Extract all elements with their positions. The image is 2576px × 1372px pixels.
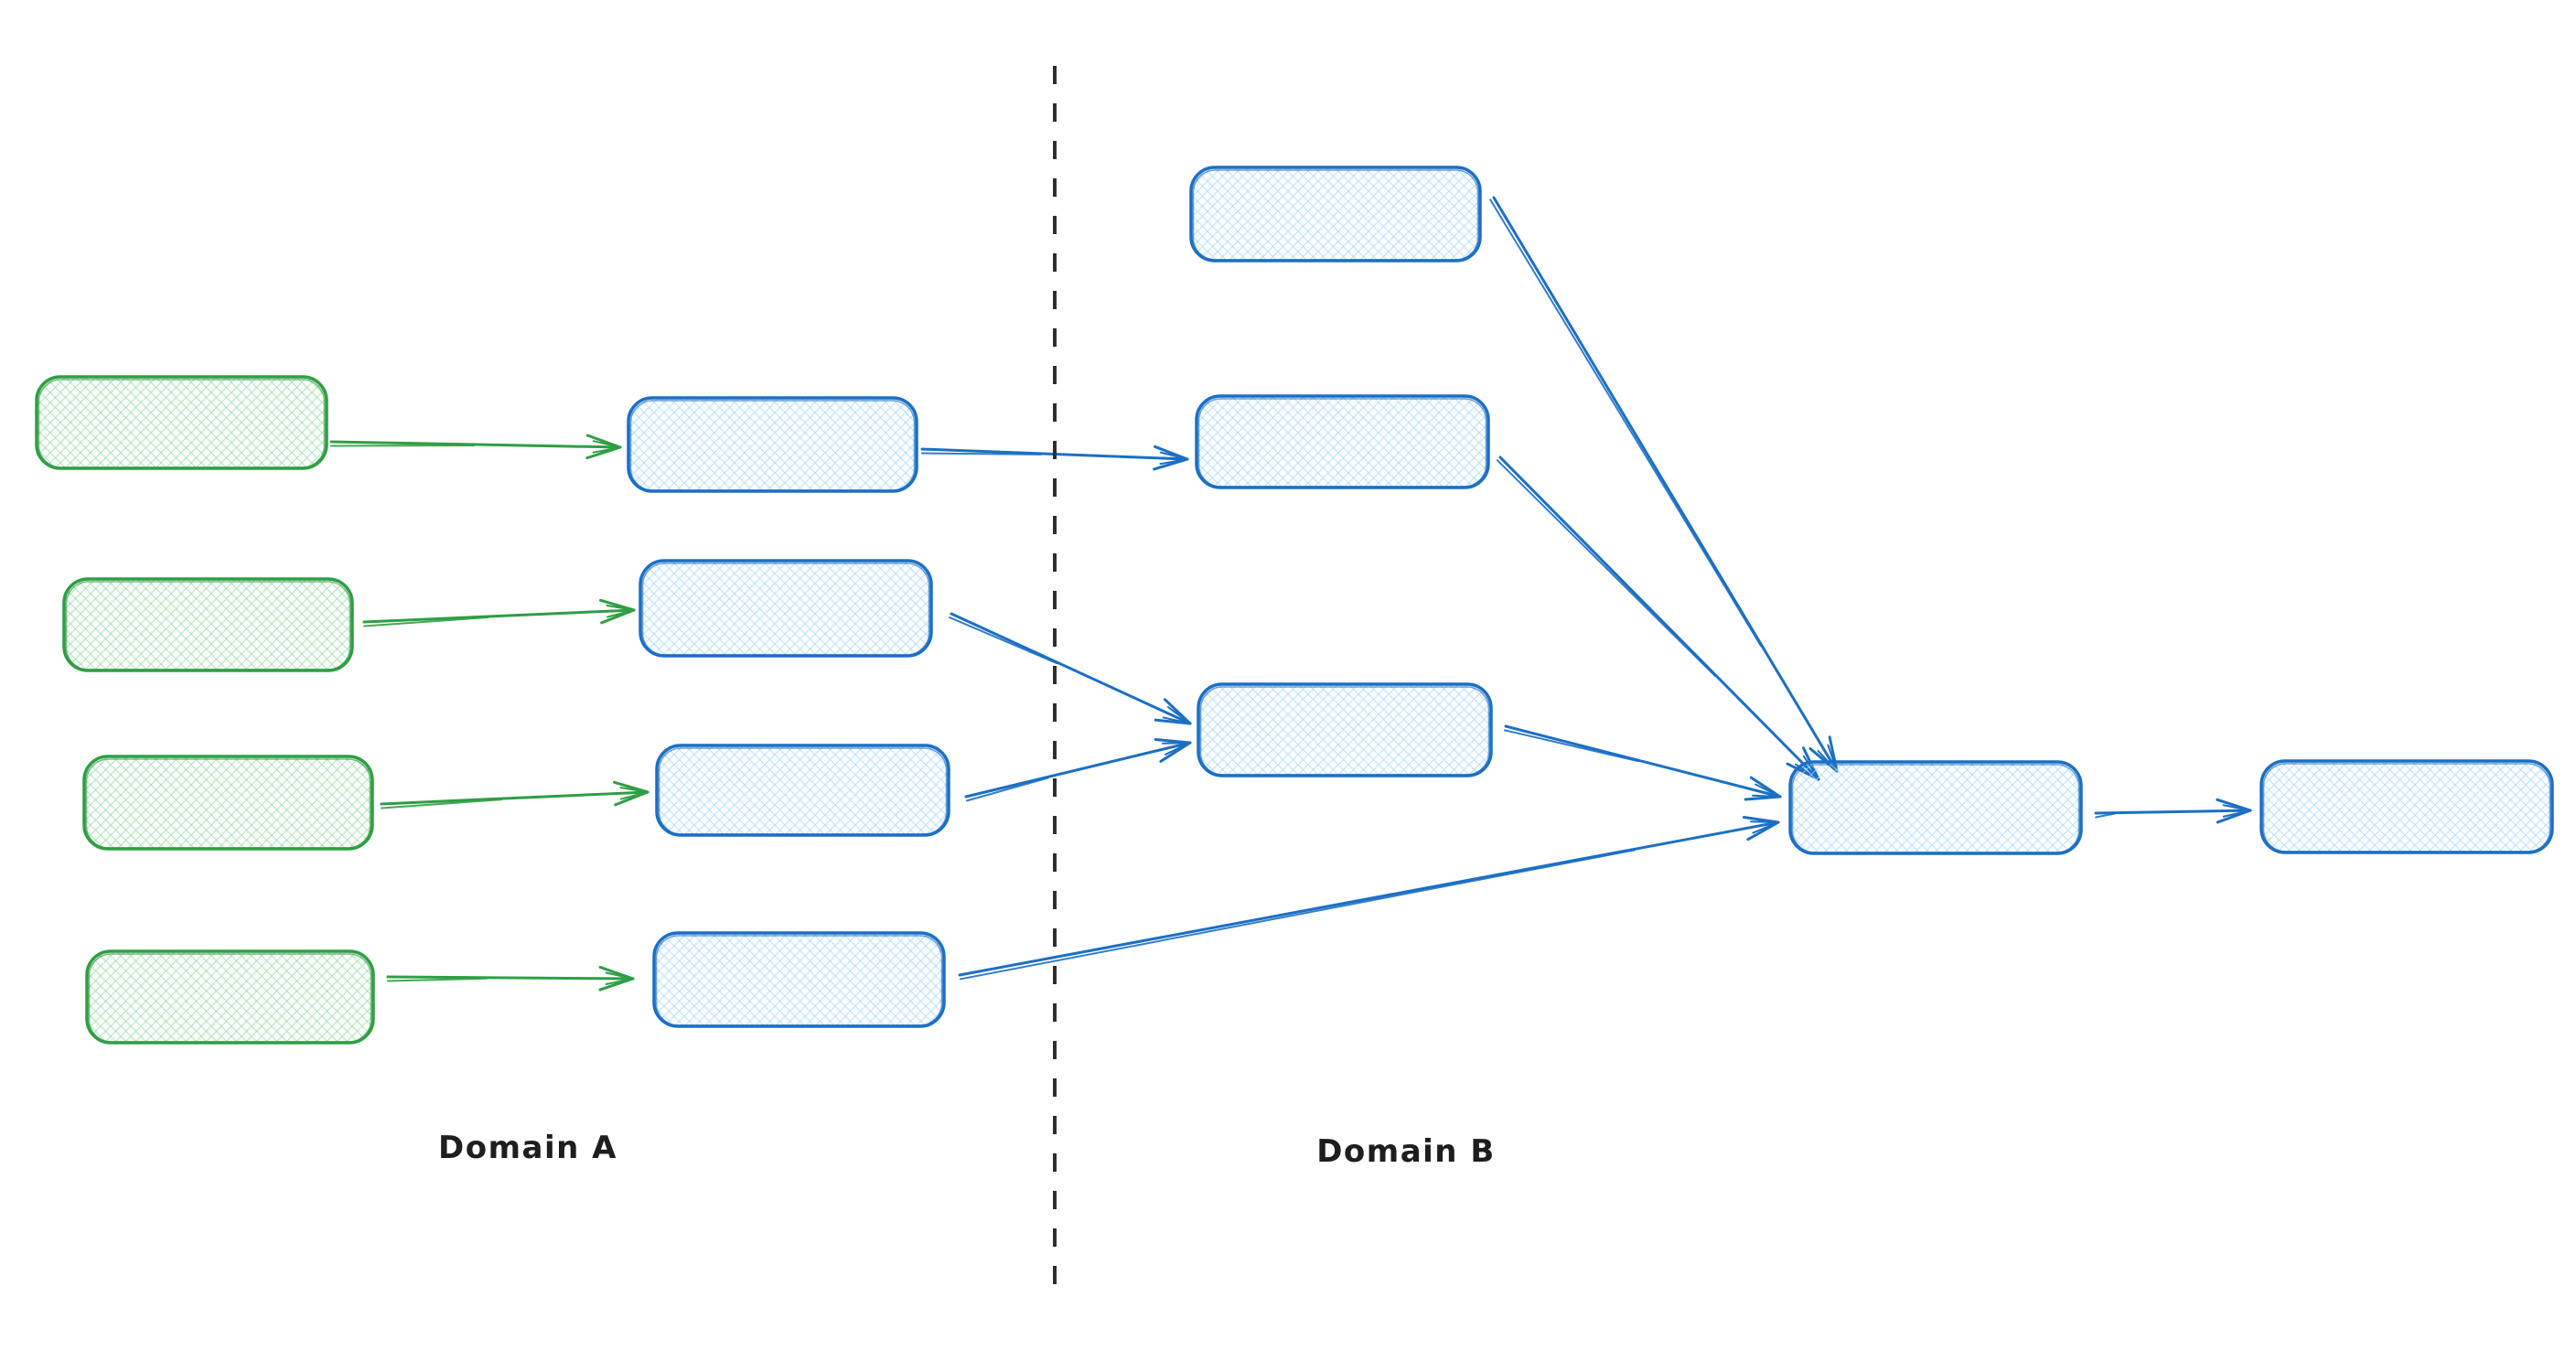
node-b-hub[interactable] — [1788, 760, 2083, 855]
node-a-mid-3[interactable] — [655, 744, 950, 837]
node-a-mid-2[interactable] — [639, 559, 933, 658]
arrow-a-mid-3_b-low[interactable] — [964, 737, 1192, 802]
domain-a-label[interactable]: Domain A — [438, 1130, 617, 1166]
node-echo-a-src-1 — [38, 379, 326, 468]
node-a-mid-1[interactable] — [627, 396, 918, 493]
edges-layer — [329, 196, 2252, 991]
node-echo-a-mid-2 — [641, 563, 930, 656]
node-b-mid[interactable] — [1195, 394, 1490, 489]
node-a-src-2[interactable] — [62, 577, 354, 672]
nodes-layer — [35, 166, 2554, 1045]
domain-b-label[interactable]: Domain B — [1316, 1133, 1496, 1170]
arrow-b-top_b-hub[interactable] — [1489, 196, 1839, 773]
node-echo-b-mid — [1197, 398, 1487, 488]
node-a-src-3[interactable] — [82, 755, 374, 851]
arrow-a-mid-4_b-hub[interactable] — [958, 815, 1780, 981]
node-echo-b-hub — [1791, 764, 2080, 853]
arrow-a-src-4_a-mid-4[interactable] — [386, 965, 635, 991]
node-echo-b-low — [1199, 686, 1490, 776]
arrow-b-hub_b-out[interactable] — [2094, 798, 2252, 824]
node-echo-b-out — [2262, 763, 2551, 852]
node-echo-a-mid-4 — [655, 935, 943, 1026]
node-b-top[interactable] — [1189, 166, 1482, 263]
node-echo-a-src-2 — [65, 581, 351, 670]
arrow-a-src-3_a-mid-3[interactable] — [380, 780, 649, 809]
arrow-a-src-2_a-mid-2[interactable] — [362, 598, 636, 627]
arrow-b-low_b-hub[interactable] — [1503, 724, 1782, 801]
arrow-a-src-1_a-mid-1[interactable] — [329, 434, 622, 460]
node-echo-a-src-4 — [88, 953, 372, 1043]
node-a-src-1[interactable] — [35, 375, 328, 470]
node-echo-a-mid-3 — [658, 747, 948, 835]
arrow-a-mid-2_b-low[interactable] — [949, 612, 1192, 725]
node-a-src-4[interactable] — [85, 949, 375, 1045]
node-b-out[interactable] — [2259, 759, 2554, 854]
node-echo-a-src-3 — [85, 758, 371, 849]
node-a-mid-4[interactable] — [652, 931, 946, 1028]
node-echo-b-top — [1192, 169, 1479, 261]
arrow-b-mid_b-hub[interactable] — [1496, 456, 1820, 781]
node-b-low[interactable] — [1197, 682, 1493, 777]
node-echo-a-mid-1 — [629, 400, 916, 491]
